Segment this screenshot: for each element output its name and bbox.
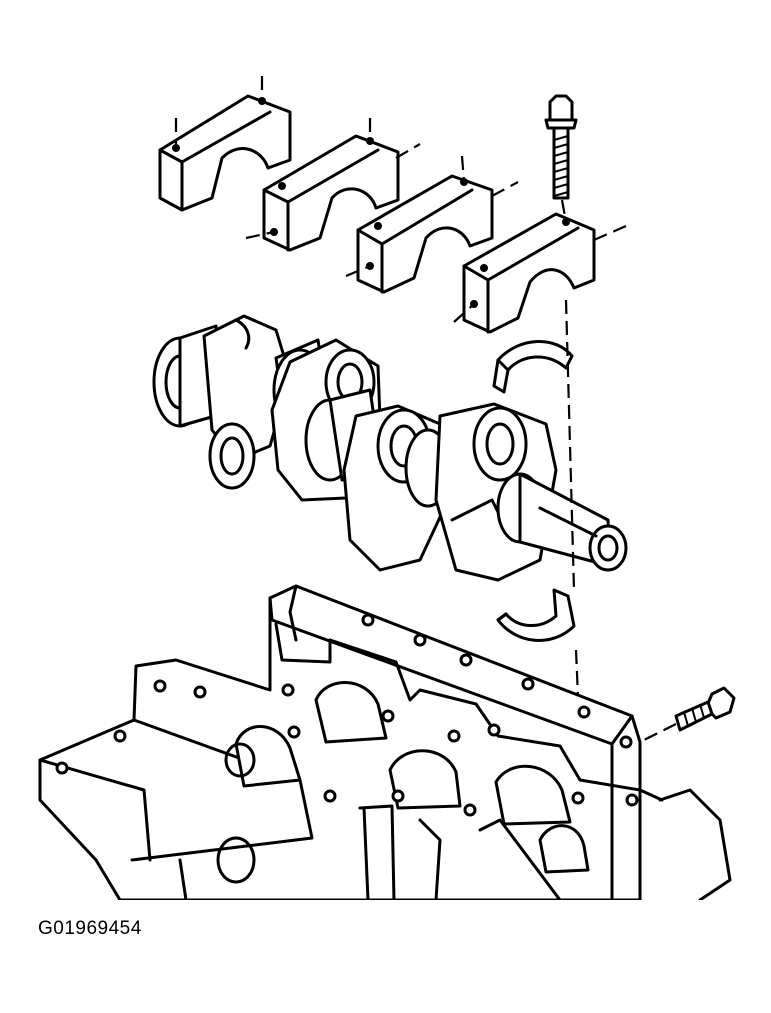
engine-block xyxy=(38,584,732,900)
crankshaft xyxy=(152,314,628,582)
side-bolt xyxy=(639,686,736,743)
main-bearing-cap-bolt xyxy=(544,94,578,223)
figure-id-label: G01969454 xyxy=(38,918,142,939)
main-bearing-cap-3 xyxy=(345,155,519,294)
main-bearing-cap-1 xyxy=(158,76,292,212)
upper-bearing-insert xyxy=(492,340,574,394)
main-bearing-cap-2 xyxy=(245,118,421,252)
crankshaft-exploded-diagram xyxy=(38,76,736,900)
main-bearing-cap-4 xyxy=(453,212,627,334)
lower-bearing-insert xyxy=(496,588,576,642)
